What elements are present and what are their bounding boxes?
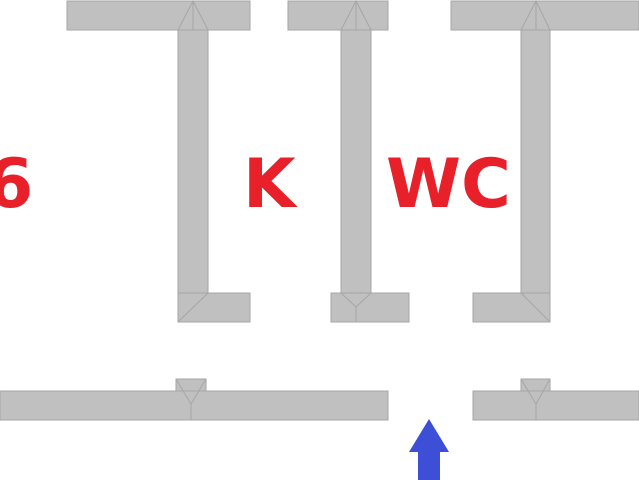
wall-segment — [472, 390, 639, 421]
wall-segment — [472, 292, 551, 323]
wall-segment — [340, 29, 372, 294]
wall-segment — [287, 0, 389, 31]
wall-segment — [450, 0, 639, 31]
wall-joint — [340, 0, 372, 31]
room-label-wc: WC — [386, 145, 511, 224]
wall-segment — [175, 378, 207, 392]
wall-segment — [520, 378, 551, 392]
wall-segment — [177, 292, 251, 323]
wall-joint — [177, 0, 209, 31]
wall-segment — [520, 29, 551, 294]
wall-joint-lines — [175, 0, 551, 420]
wall-segment — [330, 292, 410, 323]
wall-joint — [340, 292, 372, 308]
arrow-up-icon — [409, 419, 449, 480]
room-label-k: K — [243, 145, 296, 224]
wall-joint — [520, 292, 551, 323]
wall-segment — [66, 0, 251, 31]
wall-segment — [0, 390, 389, 421]
walls-layer — [0, 0, 639, 421]
wall-joint — [177, 292, 209, 323]
wall-joint — [520, 0, 551, 31]
room-label-6: 6 — [0, 145, 34, 224]
wall-segment — [177, 29, 209, 294]
